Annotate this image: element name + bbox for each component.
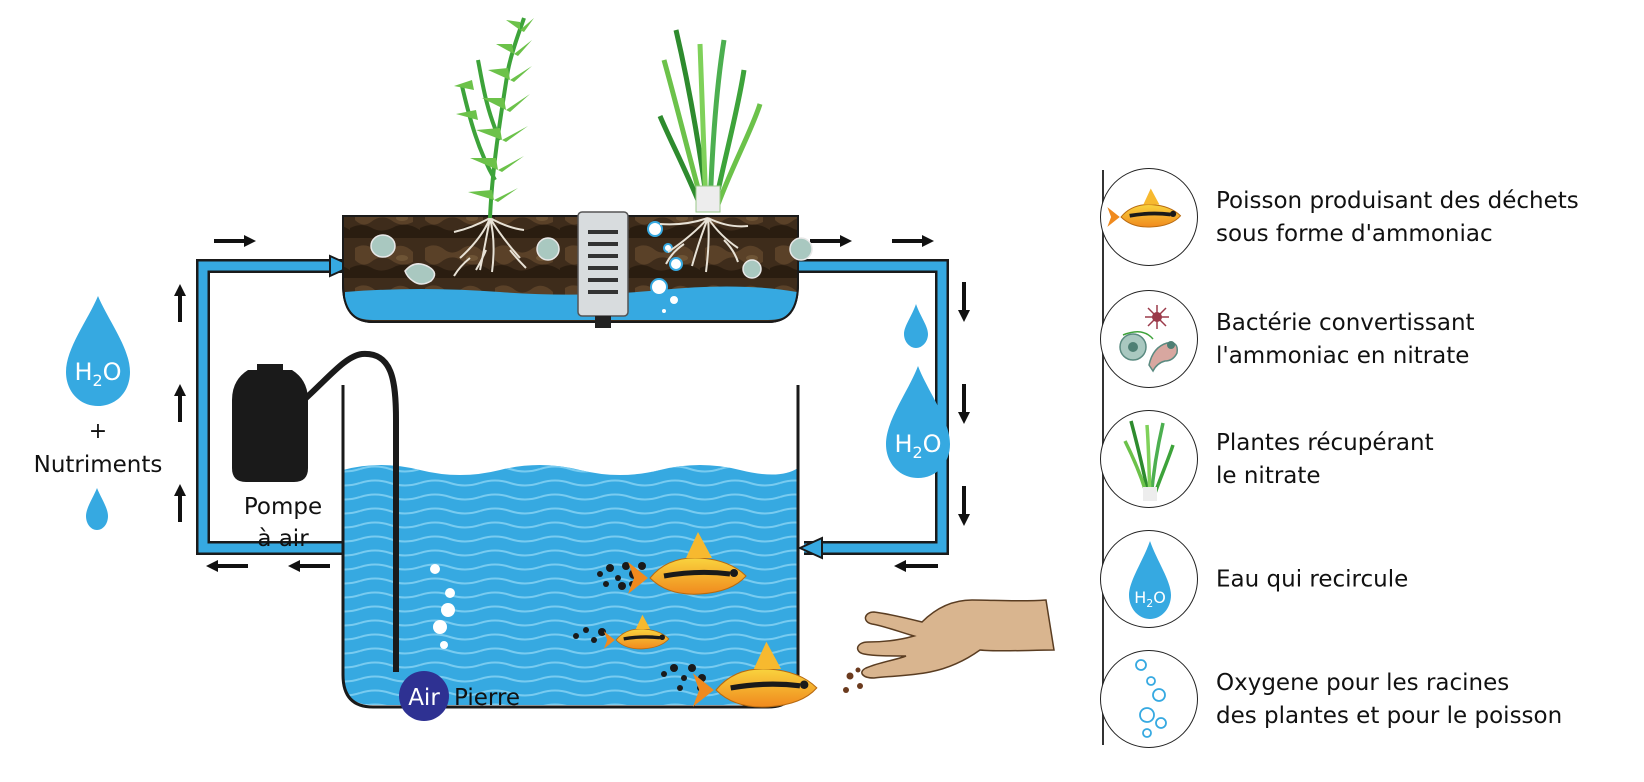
supply-pipe: [797, 259, 949, 560]
fish-icon: [1100, 168, 1198, 266]
arrow-down: [958, 486, 970, 526]
bubbles-icon: [647, 221, 683, 315]
fish-icon: [692, 641, 818, 708]
plant-icon: [657, 29, 763, 273]
arrow-up: [174, 484, 186, 522]
legend-item-oxygen: Oxygene pour les racines des plantes et …: [1100, 650, 1640, 750]
arrow-right: [892, 235, 934, 247]
return-pipe: [196, 254, 355, 555]
bubbles-icon: [430, 564, 455, 649]
arrow-left: [894, 560, 938, 572]
fish-icon: [603, 614, 670, 650]
flow-arrows: [174, 235, 970, 572]
water-drop-icon: [86, 488, 108, 530]
air-stone-label: Pierre: [454, 685, 520, 711]
bacteria-icon: [370, 234, 813, 285]
pump-label: à air: [257, 526, 309, 552]
legend-label: Plantes récupérant: [1216, 430, 1434, 456]
arrow-up: [174, 284, 186, 322]
plus-sign: +: [89, 419, 107, 444]
pump-label: Pompe: [244, 494, 322, 520]
arrow-up: [174, 384, 186, 422]
bacteria-icon: [1100, 290, 1198, 388]
plant-icon: [1100, 410, 1198, 508]
legend-label: sous forme d'ammoniac: [1216, 221, 1493, 247]
arrow-down: [958, 384, 970, 424]
svg-text:H2O: H2O: [74, 358, 121, 390]
arrow-left: [206, 560, 248, 572]
legend-item-water: H2O Eau qui recircule: [1100, 530, 1640, 630]
legend-item-plants: Plantes récupérant le nitrate: [1100, 410, 1640, 510]
legend-label: Eau qui recircule: [1216, 566, 1409, 593]
arrow-right: [810, 235, 852, 247]
air-pump: [232, 364, 308, 482]
legend-item-bacteria: Bactérie convertissant l'ammoniac en nit…: [1100, 290, 1640, 390]
arrow-right: [214, 235, 256, 247]
drain-column: [577, 211, 629, 328]
air-stone: Air: [399, 671, 449, 721]
fish-tank: [341, 385, 800, 709]
legend-label: Poisson produisant des déchets: [1216, 188, 1579, 214]
legend-label: l'ammoniac en nitrate: [1216, 343, 1470, 369]
legend-item-fish: Poisson produisant des déchets sous form…: [1100, 168, 1640, 268]
legend-label: Bactérie convertissant: [1216, 310, 1475, 336]
fish-waste: [573, 562, 706, 691]
grow-bed: [342, 211, 813, 328]
water-drop-icon: H2O: [886, 366, 950, 478]
water-drop-icon: H2O: [66, 296, 130, 406]
arrow-left: [288, 560, 330, 572]
air-badge-label: Air: [408, 685, 440, 711]
svg-text:H2O: H2O: [894, 430, 941, 462]
legend-label: le nitrate: [1216, 463, 1321, 489]
bubbles-icon: [1100, 650, 1198, 748]
air-tube: [303, 350, 399, 672]
svg-text:H2O: H2O: [1134, 588, 1166, 610]
water-drop-icon: H2O: [1100, 530, 1198, 628]
fish-icon: [628, 532, 747, 595]
legend: Poisson produisant des déchets sous form…: [1100, 160, 1640, 760]
legend-label: Oxygene pour les racines: [1216, 670, 1510, 696]
nutrients-label: Nutriments: [34, 452, 163, 478]
legend-label: des plantes et pour le poisson: [1216, 703, 1563, 729]
arrow-down: [958, 282, 970, 322]
plant-icon: [453, 17, 534, 277]
hand-feeding: [843, 599, 1055, 693]
water-drop-icon: [904, 304, 928, 348]
